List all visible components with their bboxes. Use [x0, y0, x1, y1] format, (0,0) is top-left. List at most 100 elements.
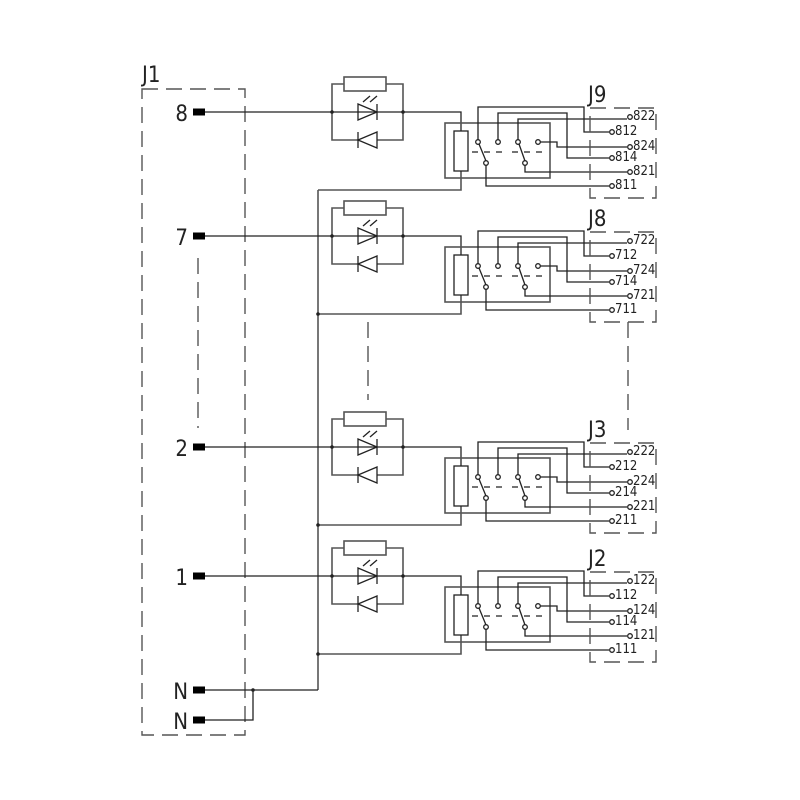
junction-dot [316, 312, 320, 316]
pin-terminal [193, 232, 205, 240]
pin-terminal [193, 686, 205, 694]
junction-dot [330, 110, 334, 114]
contact-wire [497, 236, 609, 283]
light-arrow-icon [362, 559, 371, 567]
light-arrow-icon [362, 430, 371, 438]
junction-dot [316, 652, 320, 656]
contact-common [522, 624, 528, 630]
contact-wire [485, 165, 609, 187]
contact-common [522, 495, 528, 501]
relay-coil [453, 130, 469, 172]
terminal-label: 122 [633, 573, 655, 588]
terminal-point [609, 183, 615, 189]
switch-blade [518, 267, 526, 286]
diode-lead [331, 112, 358, 141]
contact-wire [524, 289, 627, 297]
terminal-point [627, 633, 633, 639]
pin-label: N [173, 710, 188, 735]
light-arrow-icon [369, 95, 378, 103]
switch-blade [478, 143, 487, 162]
resistor-lead [331, 547, 344, 576]
junction-dot [401, 574, 405, 578]
switch-blade [518, 607, 526, 626]
terminal-label: 112 [615, 588, 637, 603]
terminal-label: 824 [633, 139, 655, 154]
connector-pin: 2 [175, 437, 205, 462]
n-jumper [205, 690, 254, 721]
switch-blade [478, 478, 487, 497]
connector-pin: N [173, 710, 205, 735]
terminal-label: 211 [615, 513, 637, 528]
led-icon [357, 103, 379, 121]
terminal-point [609, 253, 615, 259]
terminal-point [609, 464, 615, 470]
terminal-label: 114 [615, 614, 637, 629]
junction-dot [330, 574, 334, 578]
junction-dot [401, 110, 405, 114]
led-icon [357, 227, 379, 245]
resistor [343, 200, 387, 216]
resistor-lead [331, 83, 344, 112]
contact-wire [477, 441, 609, 475]
connector-pin: 1 [175, 566, 205, 591]
contact-wire [485, 500, 609, 522]
terminal-point [627, 608, 633, 614]
contact-no [495, 474, 501, 480]
terminal-point [627, 293, 633, 299]
contact-wire [477, 230, 609, 264]
contact-wire [524, 165, 627, 173]
terminal-label: 822 [633, 109, 655, 124]
terminal-point [627, 504, 633, 510]
switch-blade [478, 267, 487, 286]
terminal-point [609, 647, 615, 653]
terminal-point [627, 449, 633, 455]
contact-no [495, 139, 501, 145]
indicator-network [330, 76, 405, 149]
terminal-label: 721 [633, 288, 655, 303]
diode-icon [356, 131, 378, 149]
resistor [343, 76, 387, 92]
pin-terminal [193, 572, 205, 580]
indicator-network [330, 540, 405, 613]
contact-wire [540, 476, 627, 483]
terminal-label: 711 [615, 302, 637, 317]
diode-icon [356, 255, 378, 273]
contact-common [483, 284, 489, 290]
contact-no [535, 474, 541, 480]
contact-wire [477, 106, 609, 140]
connector-pin: 7 [175, 226, 205, 251]
pin-label: 7 [175, 226, 188, 251]
terminal-point [627, 268, 633, 274]
terminal-point [627, 238, 633, 244]
terminal-label: 811 [615, 178, 637, 193]
relay-label: J9 [586, 83, 606, 108]
contact-nc [515, 474, 521, 480]
contact-wire [485, 629, 609, 651]
light-arrow-icon [369, 219, 378, 227]
junction-dot [251, 688, 255, 692]
terminal-label: 222 [633, 444, 655, 459]
relay-modules: J9822812824814821811J8722712724714721711… [205, 76, 657, 663]
connector-frame [141, 88, 246, 736]
terminal-point [609, 155, 615, 161]
contact-wire [497, 112, 609, 159]
terminal-block-frame [589, 442, 657, 534]
indicator-network [330, 200, 405, 273]
junction-dot [330, 234, 334, 238]
input-wire [205, 446, 462, 466]
contact-nc [475, 263, 481, 269]
terminal-point [609, 490, 615, 496]
contact-common [483, 495, 489, 501]
diode-lead [331, 576, 358, 605]
resistor [343, 411, 387, 427]
contact-no [495, 263, 501, 269]
terminal-point [627, 578, 633, 584]
terminal-label: 722 [633, 233, 655, 248]
contact-common [483, 160, 489, 166]
contact-wire [524, 629, 627, 637]
terminal-label: 124 [633, 603, 655, 618]
terminal-point [627, 114, 633, 120]
contact-wire [477, 570, 609, 604]
